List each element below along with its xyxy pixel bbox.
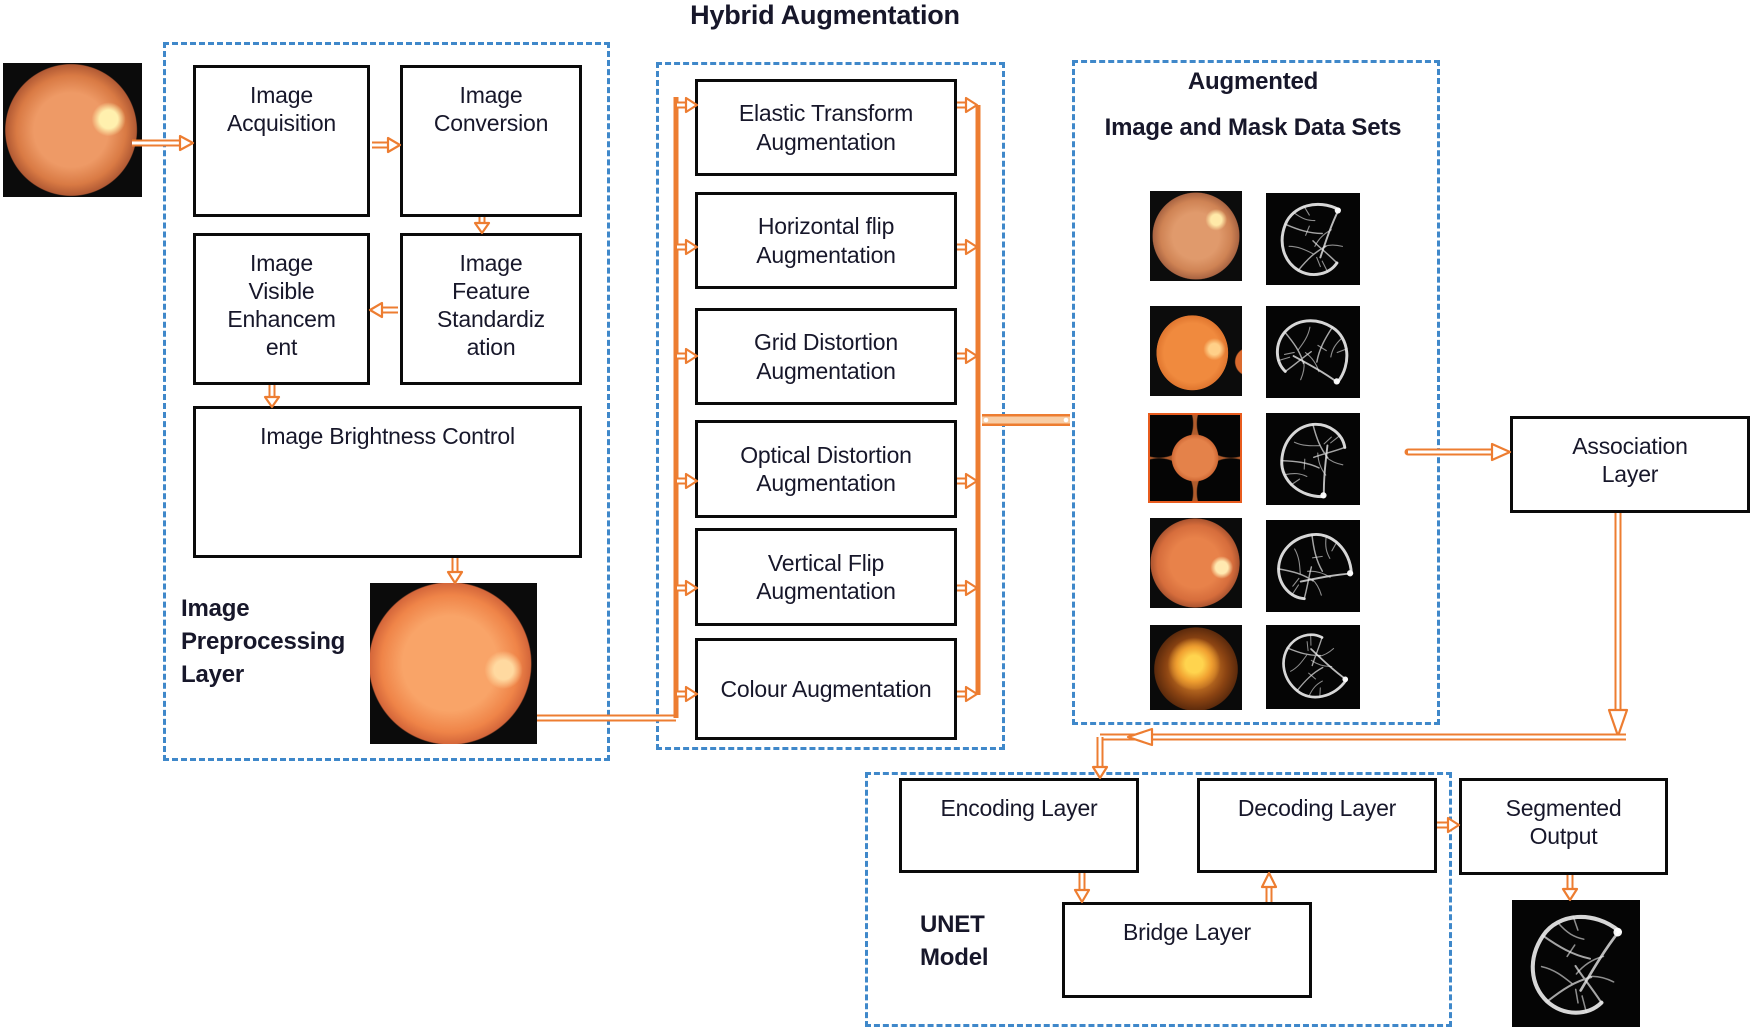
box-colour-augmentation: Colour Augmentation [695,638,957,740]
box-label: Association Layer [1572,433,1688,488]
box-label: Grid Distortion Augmentation [754,329,898,384]
arrow-association-down [1607,513,1629,738]
box-label: Segmented Output [1505,795,1622,850]
box-bridge-layer: Bridge Layer [1062,902,1312,998]
box-label: Bridge Layer [1122,919,1251,945]
box-label: Colour Augmentation [720,675,932,702]
page-title: Hybrid Augmentation [690,0,960,30]
box-image-feature-standardization: Image Feature Standardization [400,233,582,385]
augmented-fundus-image [1150,625,1242,710]
box-optical-distortion-augmentation: Optical Distortion Augmentation [695,420,957,518]
segmented-output-image [1512,900,1640,1027]
augmented-fundus-image [1150,306,1242,396]
augmented-title-line2: Image and Mask Data Sets [1104,114,1402,141]
augmented-fundus-image [1150,191,1242,281]
box-segmented-output: Segmented Output [1459,778,1668,875]
box-label: Image Brightness Control [260,423,515,449]
vessel-mask-image [1266,625,1360,709]
box-image-acquisition: Image Acquisition [193,65,370,217]
box-image-conversion: Image Conversion [400,65,582,217]
arrow-segmented-to-image [1561,875,1579,902]
line-association-to-unet [1100,727,1626,747]
vessel-mask-image [1266,193,1360,285]
preprocessed-fundus-image [370,583,537,744]
box-label: Horizontal flip Augmentation [756,213,896,268]
box-elastic-transform-augmentation: Elastic Transform Augmentation [695,79,957,176]
box-image-visible-enhancement: Image Visible Enhancement [193,233,370,385]
box-image-brightness-control: Image Brightness Control [193,406,582,558]
box-grid-distortion-augmentation: Grid Distortion Augmentation [695,308,957,405]
box-vertical-flip-augmentation: Vertical Flip Augmentation [695,528,957,626]
box-label: Image Conversion [433,82,549,137]
augmented-fundus-image [1150,518,1242,608]
vessel-mask-image [1266,520,1360,612]
box-label: Encoding Layer [940,795,1098,821]
box-label: Vertical Flip Augmentation [756,549,896,604]
box-label: Image Visible Enhancement [227,250,336,361]
box-encoding-layer: Encoding Layer [899,778,1139,873]
preprocessing-group-label: Image Preprocessing Layer [181,595,346,689]
augmentation-group-outline [656,62,1005,750]
input-fundus-image [3,63,142,197]
box-decoding-layer: Decoding Layer [1197,778,1437,873]
box-label: Image Acquisition [226,82,337,137]
box-label: Image Feature Standardization [437,250,545,361]
box-label: Decoding Layer [1237,795,1397,821]
augmented-datasets-group-outline [1072,60,1440,725]
vessel-mask-image [1266,413,1360,505]
box-horizontal-flip-augmentation: Horizontal flip Augmentation [695,192,957,289]
box-association-layer: Association Layer [1510,416,1750,513]
box-label: Optical Distortion Augmentation [740,441,912,496]
preprocessing-group-outline [163,42,610,761]
augmented-title-line1: Augmented [1187,68,1319,95]
augmented-fundus-image-distorted [1148,413,1242,503]
box-label: Elastic Transform Augmentation [738,100,914,155]
unet-group-label: UNET Model [920,911,989,972]
unet-group-outline [865,772,1452,1027]
vessel-mask-image [1266,306,1360,398]
